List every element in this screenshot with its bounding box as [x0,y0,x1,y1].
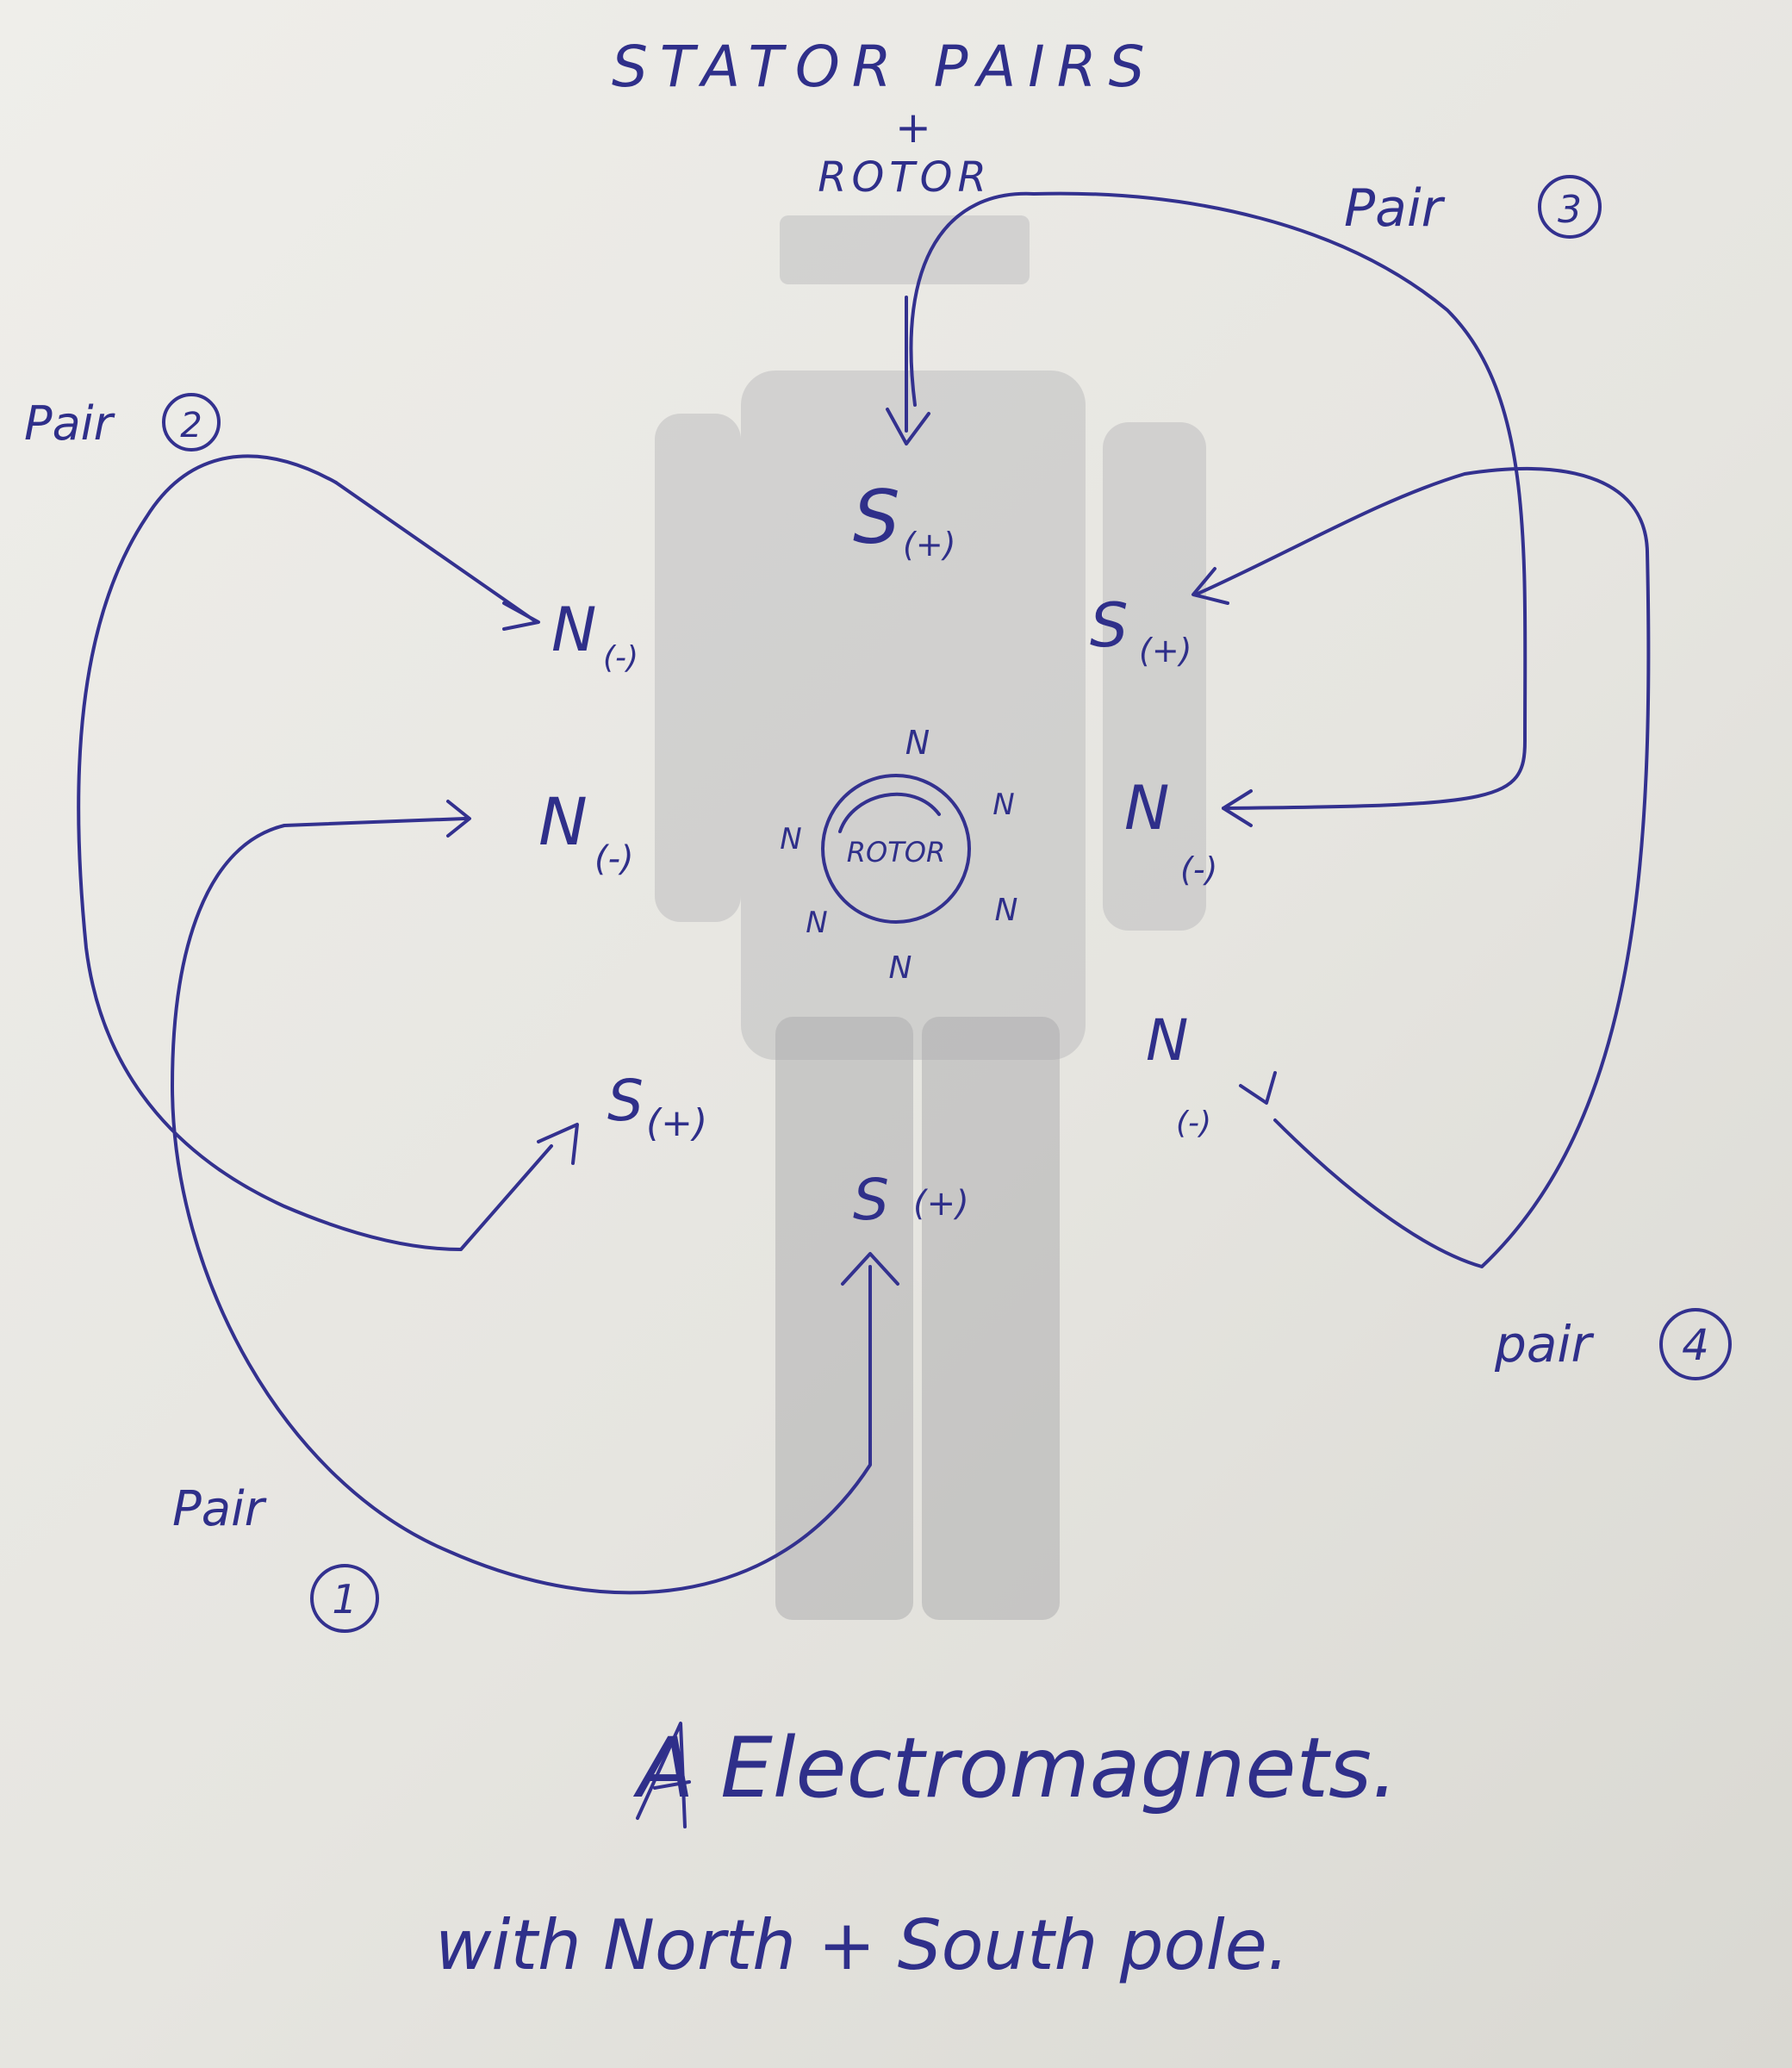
rotor-pole-lower-left: N [806,906,827,940]
caption-line1: A Electromagnets. [632,1720,1398,1816]
pair2-label: Pair [24,396,115,451]
pair1-wire [171,817,872,1595]
pair-labels: Pair 2 Pair 3 pair 4 Pair 1 [24,178,1709,1623]
caption-block: A Electromagnets. with North + South pol… [435,1720,1398,1985]
rotor-rotation-arrow [838,792,941,833]
pair4-number: 4 [1682,1320,1709,1370]
pair1-number: 1 [332,1576,357,1623]
stator-poles: S (+) N (-) N (-) S (+) S (+) S (+) N (-… [538,475,1217,1233]
pole-mid-left: N [538,783,588,860]
pole-mid-right-sign: (-) [1180,850,1217,888]
pair3-wire [909,191,1528,810]
pole-upper-right-sign: (+) [1139,632,1192,670]
title-block: STATOR PAIRS + ROTOR [612,34,1156,202]
pair1-arrow-mid-left [446,800,471,838]
rotor-pole-bottom: N [889,950,912,986]
pair4-wire-upper [1194,467,1651,1268]
rotor: ROTOR N N N N N N [780,724,1017,986]
pole-lower-left-sign: (+) [646,1101,707,1145]
title-line1: STATOR PAIRS [612,34,1156,100]
pair-connections [77,175,1732,1828]
pair3-label: Pair [1344,178,1446,239]
rotor-pole-upper-right: N [992,788,1014,822]
pole-mid-right: N [1124,773,1169,844]
pair2-arrow-lower-left [537,1123,579,1165]
pair2-number-circle [162,393,221,452]
pole-upper-left: N [551,595,596,665]
pole-mid-left-sign: (-) [594,839,634,879]
pole-lower-right-sign: (-) [1176,1106,1211,1141]
pair2-arrow-upper-left [334,481,540,631]
rotor-pole-lower-right: N [995,893,1018,928]
caption-line2: with North + South pole. [435,1905,1289,1985]
pair4-arrow-upper-right [1192,567,1229,605]
pair2-number: 2 [180,406,202,445]
pole-bottom-sign: (+) [913,1184,969,1224]
pair4-label: pair [1494,1315,1594,1373]
pair3-number-circle [1538,175,1602,239]
bleed-through-figure [655,215,1206,1620]
pole-top-sign: (+) [903,526,956,564]
caption-letter-a [636,1722,691,1828]
pole-lower-right: N [1146,1007,1188,1074]
pair4-number-circle [1659,1308,1732,1380]
pair1-label: Pair [172,1481,267,1537]
pair3-arrow-down [886,296,930,445]
title-line3: ROTOR [818,153,992,202]
rotor-circle [821,774,971,924]
pair4-arrow-lower-right [1239,1071,1277,1105]
pole-bottom: S [853,1167,889,1233]
rotor-pole-top: N [905,724,930,762]
pair3-number: 3 [1558,188,1582,232]
title-line2: + [895,103,931,153]
pair1-arrow-bottom [841,1252,899,1286]
pole-lower-left: S [607,1068,644,1134]
pair1-number-circle [310,1564,379,1633]
pair3-arrow-mid-right [1222,789,1253,827]
pole-upper-right: S [1090,590,1128,661]
pole-upper-left-sign: (-) [603,640,638,676]
pair2-wire [77,454,553,1251]
pole-top: S [853,475,900,561]
rotor-label: ROTOR [847,836,945,869]
rotor-pole-upper-left: N [780,822,801,856]
